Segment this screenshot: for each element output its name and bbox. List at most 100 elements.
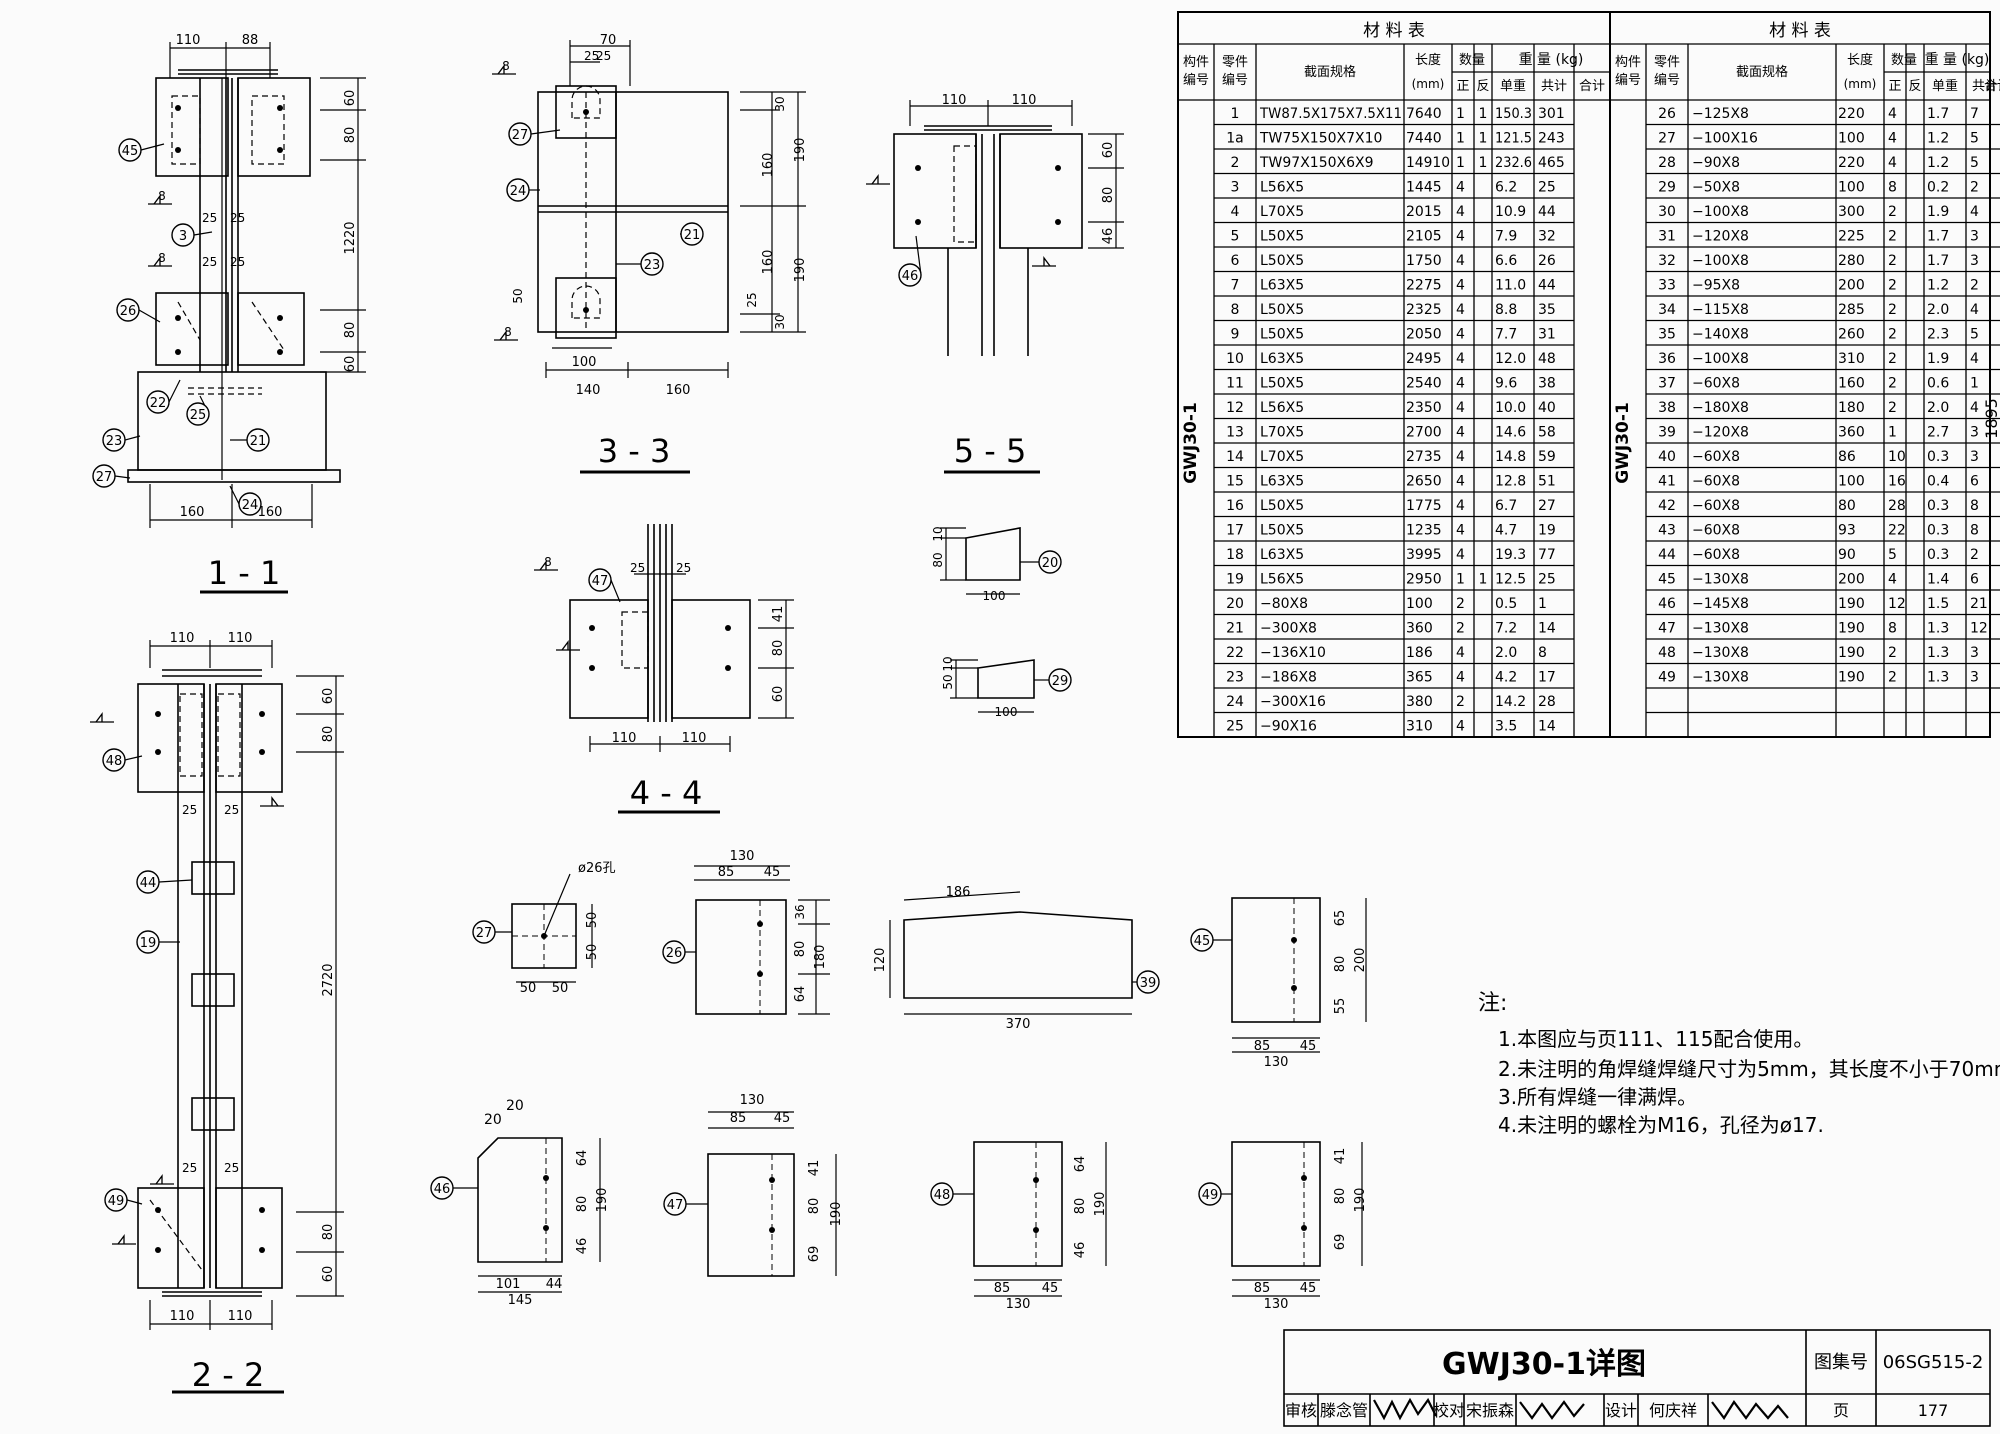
plate-26-right (237, 292, 305, 366)
callout-part-25: 25 (186, 395, 210, 426)
svg-text:2720: 2720 (321, 963, 336, 996)
svg-text:69: 69 (1333, 1234, 1348, 1251)
svg-text:190: 190 (793, 258, 808, 283)
callout-part-27: 27 (92, 464, 131, 488)
callout-part-48: 48 (930, 1182, 974, 1206)
cell-length: 86 (1838, 449, 1856, 465)
cell-spec: −300X8 (1260, 621, 1317, 637)
cell-sum: 3 (1970, 645, 1979, 661)
plate-48-right (215, 683, 283, 793)
svg-text:25: 25 (224, 1161, 239, 1175)
cell-length: 100 (1838, 131, 1865, 147)
cell-spec: −100X8 (1692, 253, 1749, 269)
header-part-2: 编号 (1654, 73, 1680, 88)
cell-unit-weight: 1.7 (1927, 229, 1949, 245)
cell-spec: L50X5 (1260, 327, 1304, 343)
cell-unit-weight: 1.3 (1927, 621, 1949, 637)
cell-spec: TW75X150X7X10 (1259, 131, 1382, 147)
svg-text:50: 50 (552, 981, 569, 996)
plate-46-detail (477, 1137, 601, 1293)
svg-text:110: 110 (612, 731, 637, 746)
cell-qty-zheng: 4 (1456, 351, 1465, 367)
drawing-title: GWJ30-1详图 (1442, 1347, 1646, 1382)
svg-text:110: 110 (170, 1309, 195, 1324)
svg-text:25: 25 (182, 1161, 197, 1175)
cell-unit-weight: 4.7 (1495, 523, 1517, 539)
cell-sum: 4 (1970, 204, 1979, 220)
cell-qty-zheng: 4 (1456, 719, 1465, 735)
cell-part-no: 8 (1231, 302, 1240, 318)
weld-symbol: 8 (492, 59, 516, 75)
cell-qty-zheng: 1 (1456, 131, 1465, 147)
cell-sum: 6 (1970, 572, 1979, 588)
cell-length: 2275 (1406, 278, 1442, 294)
callout-part-3: 3 (171, 223, 213, 247)
plate-46-holes (543, 1175, 549, 1231)
cell-qty-zheng: 2 (1888, 400, 1897, 416)
cell-length: 7440 (1406, 131, 1442, 147)
cell-spec: L56X5 (1260, 572, 1304, 588)
callout-part-26: 26 (116, 298, 161, 323)
cell-part-no: 3 (1231, 180, 1240, 196)
header-unit-weight: 单重 (1932, 78, 1958, 94)
cell-unit-weight: 10.9 (1495, 204, 1526, 220)
cell-unit-weight: 1.7 (1927, 253, 1949, 269)
cell-length: 90 (1838, 547, 1856, 563)
notes-title: 注: (1478, 991, 1507, 1016)
cell-qty-zheng: 22 (1888, 523, 1906, 539)
atlas-label: 图集号 (1814, 1352, 1868, 1373)
svg-text:110: 110 (682, 731, 707, 746)
cell-length: 14910 (1406, 155, 1450, 171)
section-1-1-view (127, 42, 366, 594)
header-part-2: 编号 (1222, 73, 1248, 88)
weld-symbol: 8 (148, 189, 172, 205)
cell-unit-weight: 0.2 (1927, 180, 1949, 196)
cell-spec: L56X5 (1260, 400, 1304, 416)
svg-text:200: 200 (1353, 948, 1368, 973)
cell-part-no: 18 (1226, 547, 1244, 563)
cell-sum: 25 (1538, 572, 1556, 588)
callout-part-29: 29 (1034, 668, 1072, 692)
cell-part-no: 46 (1658, 596, 1676, 612)
cell-part-no: 41 (1658, 474, 1676, 490)
svg-text:85: 85 (1254, 1039, 1271, 1054)
cell-sum: 59 (1538, 449, 1556, 465)
cell-unit-weight: 9.6 (1495, 376, 1517, 392)
svg-text:145: 145 (508, 1293, 533, 1308)
section-4-4-title: 4 - 4 (630, 774, 703, 812)
plate-48-detail (973, 1141, 1107, 1297)
cell-unit-weight: 2.0 (1927, 302, 1949, 318)
svg-text:190: 190 (1093, 1192, 1108, 1217)
svg-text:25: 25 (584, 49, 599, 63)
cell-qty-zheng: 2 (1888, 376, 1897, 392)
cell-length: 310 (1406, 719, 1433, 735)
svg-text:110: 110 (1012, 93, 1037, 108)
cell-length: 225 (1838, 229, 1865, 245)
designer-name: 何庆祥 (1649, 1401, 1697, 1420)
svg-text:160: 160 (180, 505, 205, 520)
cell-part-no: 4 (1231, 204, 1240, 220)
cell-unit-weight: 232.6 (1495, 155, 1532, 171)
cell-spec: −90X8 (1692, 155, 1740, 171)
cell-spec: −145X8 (1692, 596, 1749, 612)
svg-text:26: 26 (666, 946, 683, 961)
plate-27-detail (511, 873, 593, 983)
svg-text:120: 120 (873, 948, 888, 973)
cell-spec: L63X5 (1260, 474, 1304, 490)
svg-text:110: 110 (176, 33, 201, 48)
svg-text:25: 25 (230, 255, 245, 269)
cell-sum: 7 (1970, 106, 1979, 122)
cell-spec: L63X5 (1260, 547, 1304, 563)
